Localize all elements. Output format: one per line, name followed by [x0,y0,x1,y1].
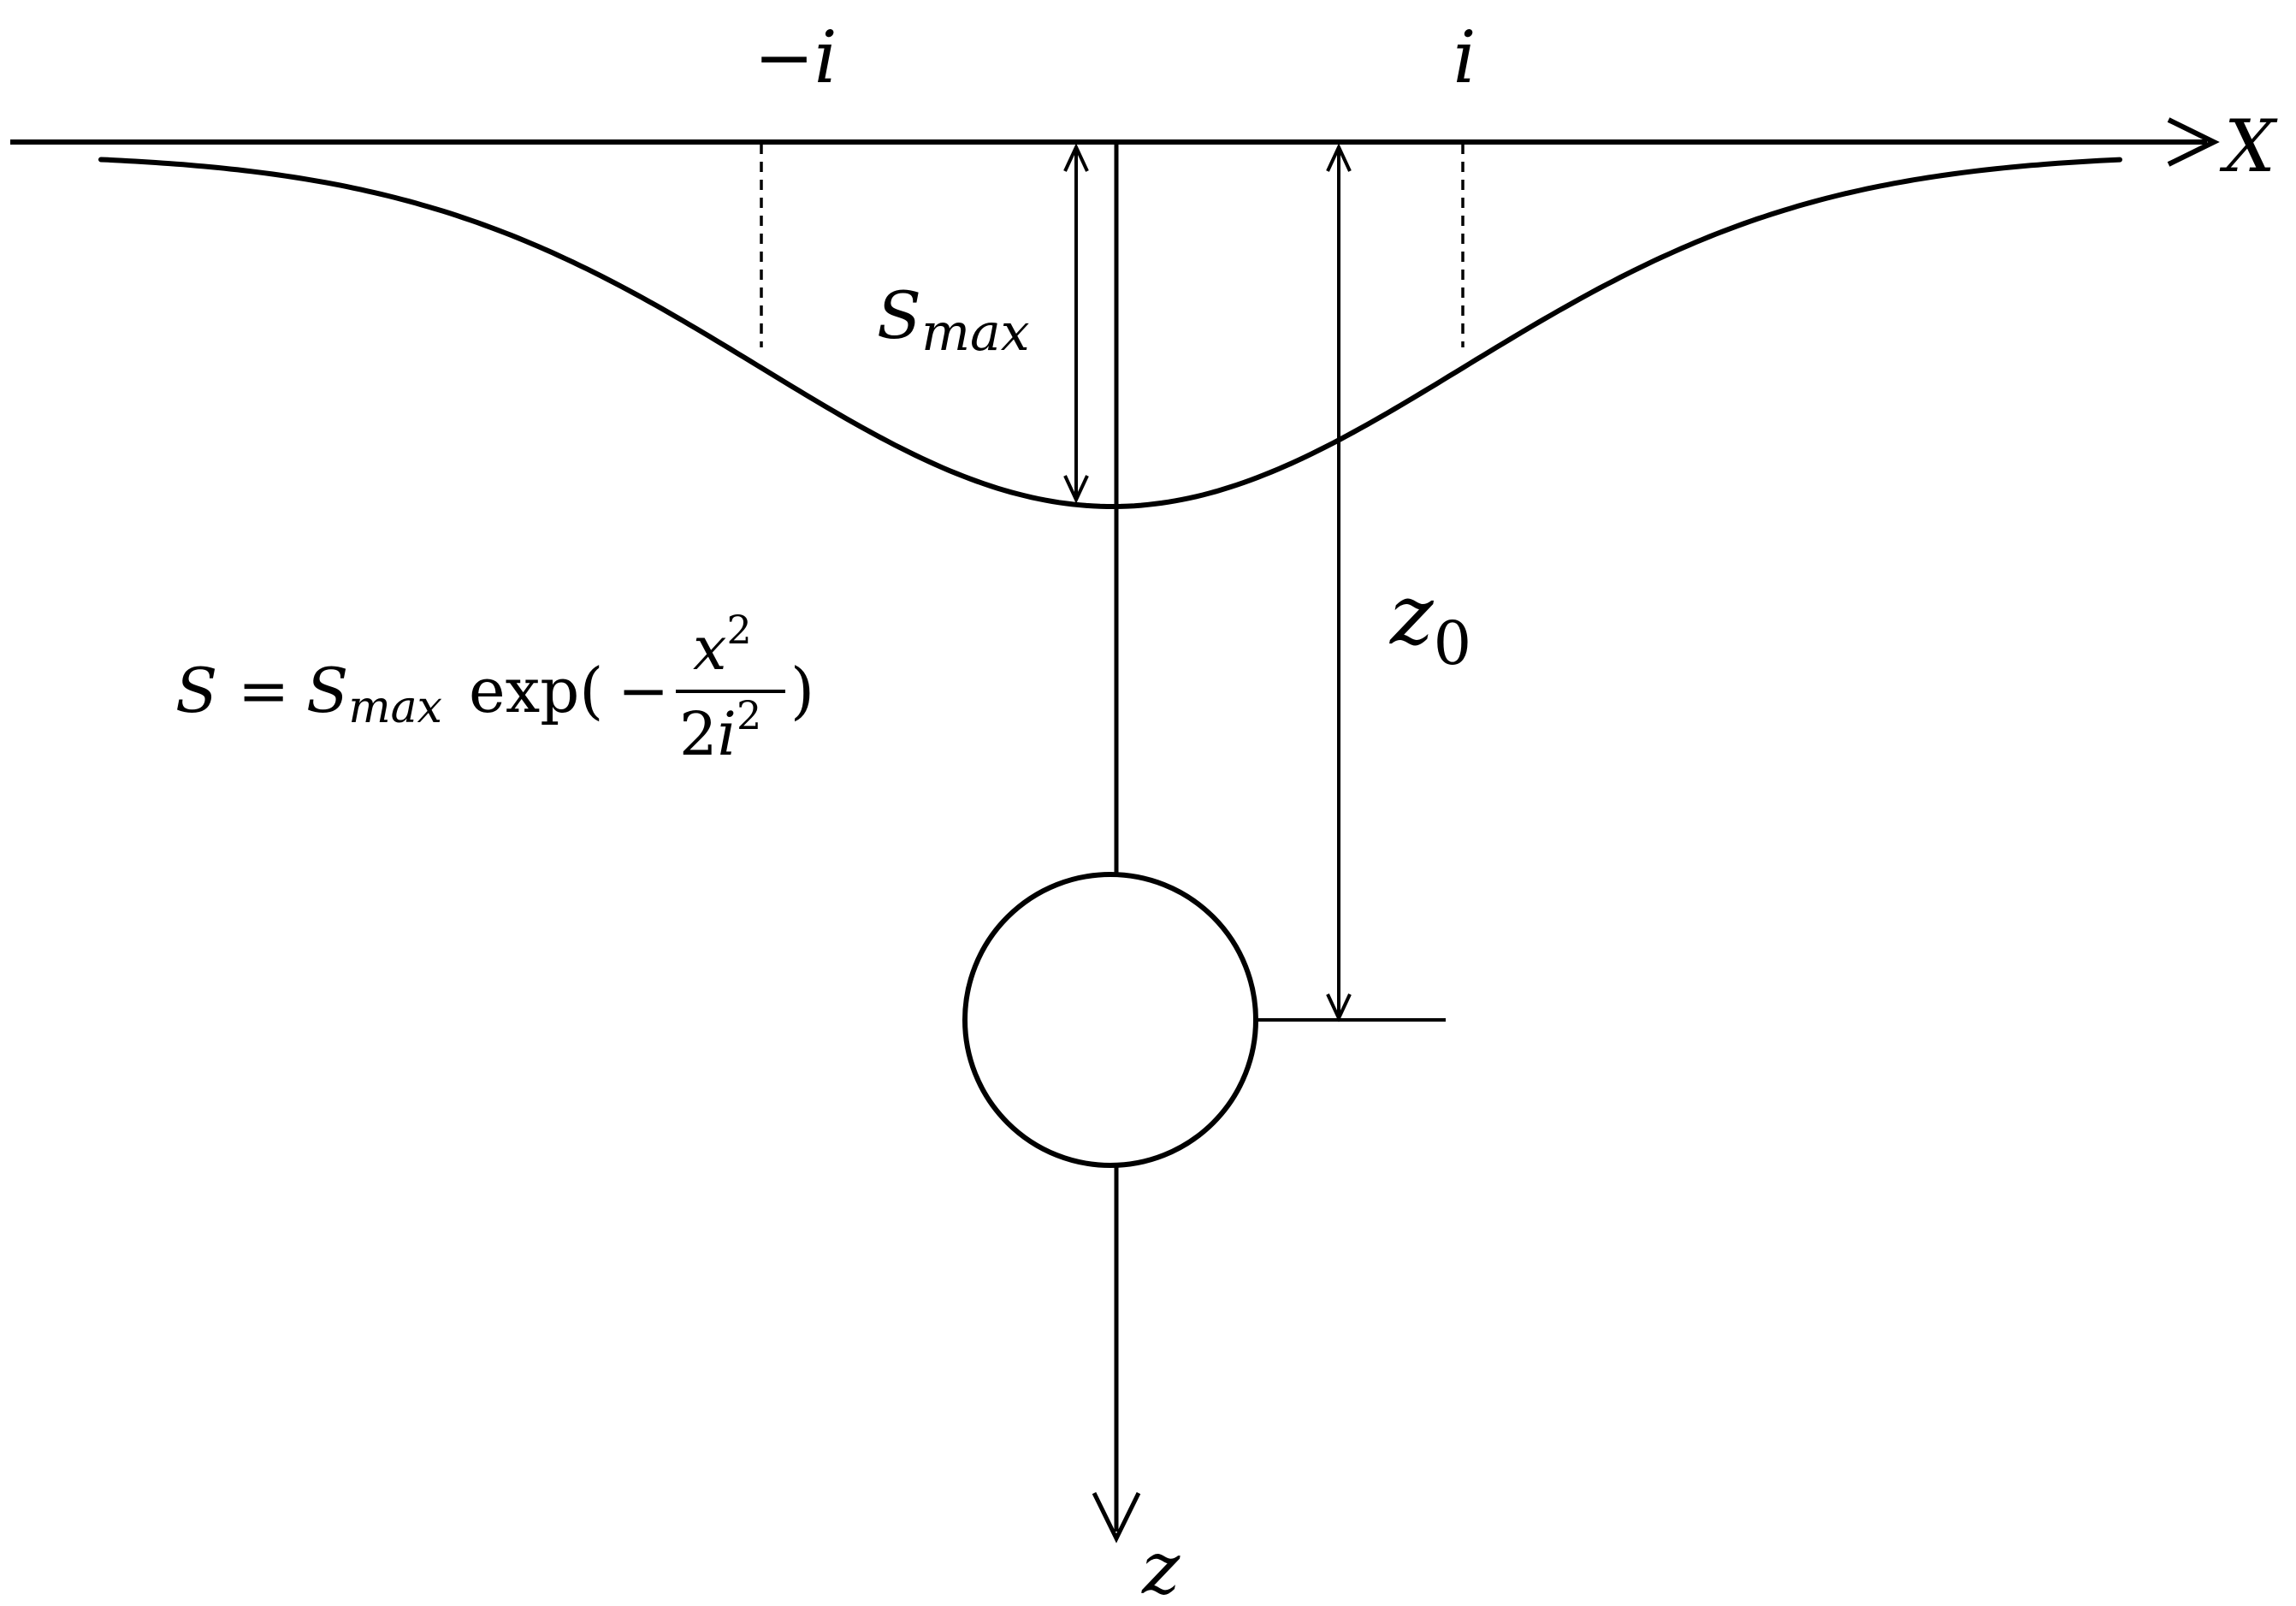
formula-equals: = [238,655,289,726]
z0-label-sub: 0 [1434,608,1472,679]
smax-label-sub: max [921,303,1030,363]
smax-arrowhead-bottom [1063,475,1089,504]
formula-denominator-coef: 2 [679,699,718,769]
x-axis-label: X [2219,104,2278,188]
z-axis-label: z [1141,1526,1181,1606]
formula-exp: exp( [469,655,603,726]
settlement-trough-curve [98,157,2122,509]
z0-label-base: z [1389,567,1435,663]
formula-numerator-base: x [693,613,726,684]
formula-smax-sub: max [348,682,442,733]
formula-numerator: x2 [693,607,752,684]
formula-denominator-base: i [718,699,737,769]
z-axis-arrowhead [1092,1491,1141,1544]
smax-label: Smax [877,277,1030,363]
formula-numerator-exp: 2 [726,607,751,653]
z0-arrowhead-top [1326,143,1352,172]
formula-close-paren: ) [790,655,814,726]
formula-minus: − [618,655,669,726]
formula-lhs: S [175,655,217,726]
formula-smax: Smax [306,655,442,733]
smax-label-base: S [877,277,921,353]
pos-i-label: i [1453,15,1476,99]
tunnel-circle [962,872,1258,1168]
settlement-formula: S = Smax exp( − x2 2i2 ) [175,607,814,769]
smax-arrowhead-top [1063,143,1089,172]
formula-denominator: 2i2 [679,692,761,769]
neg-i-label: −i [754,15,837,99]
x-axis-arrowhead [2167,117,2220,167]
z0-label: z0 [1389,567,1471,679]
formula-denominator-exp: 2 [737,692,761,738]
formula-smax-base: S [306,655,348,726]
